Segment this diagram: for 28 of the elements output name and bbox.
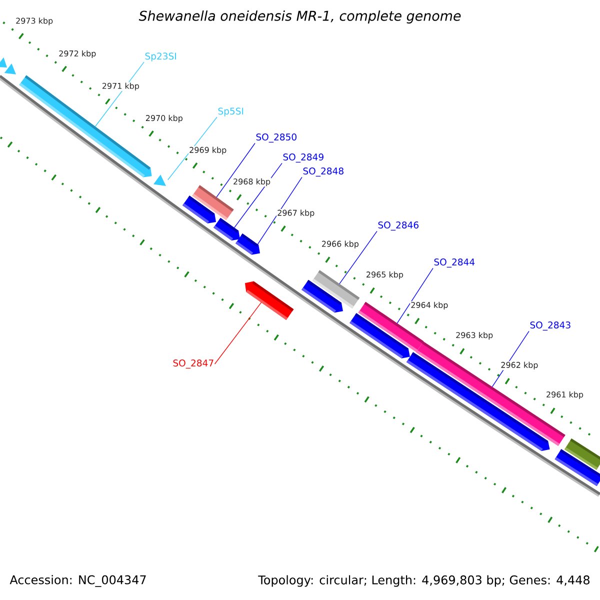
gene-label: SO_2844 bbox=[434, 258, 475, 268]
gene-label: Sp5SI bbox=[218, 108, 244, 116]
gene-label: SO_2849 bbox=[283, 153, 324, 163]
gene-feature bbox=[244, 281, 294, 320]
triangle-marker bbox=[0, 57, 7, 68]
gene-bar bbox=[564, 438, 600, 470]
leader-line bbox=[339, 230, 378, 284]
gene-feature bbox=[214, 218, 240, 241]
title: Shewanella oneidensis MR-1, complete genome bbox=[138, 10, 461, 24]
footer-text: Accession: NC_004347 bbox=[10, 575, 146, 587]
footer-text: Topology: circular; Length: 4,969,803 bp; Genes: 4,448 bbox=[258, 575, 590, 587]
leader-line bbox=[396, 268, 434, 324]
gene-feature bbox=[236, 234, 260, 255]
leader-line bbox=[234, 162, 282, 228]
gene-label: Sp23SI bbox=[145, 52, 176, 62]
gene-label: SO_2846 bbox=[378, 221, 418, 231]
gene-label: SO_2850 bbox=[256, 133, 296, 143]
leader-line bbox=[216, 142, 256, 198]
triangle-marker bbox=[153, 174, 166, 186]
leader-line bbox=[168, 116, 218, 180]
gene-label: SO_2847 bbox=[173, 359, 214, 369]
leader-line bbox=[214, 302, 262, 364]
gene-label: SO_2848 bbox=[303, 167, 344, 177]
leader-line bbox=[257, 176, 302, 245]
gene-label: SO_2843 bbox=[530, 321, 570, 331]
gene-bar bbox=[192, 185, 234, 220]
gene-bar bbox=[312, 270, 360, 308]
triangle-marker bbox=[4, 64, 16, 74]
